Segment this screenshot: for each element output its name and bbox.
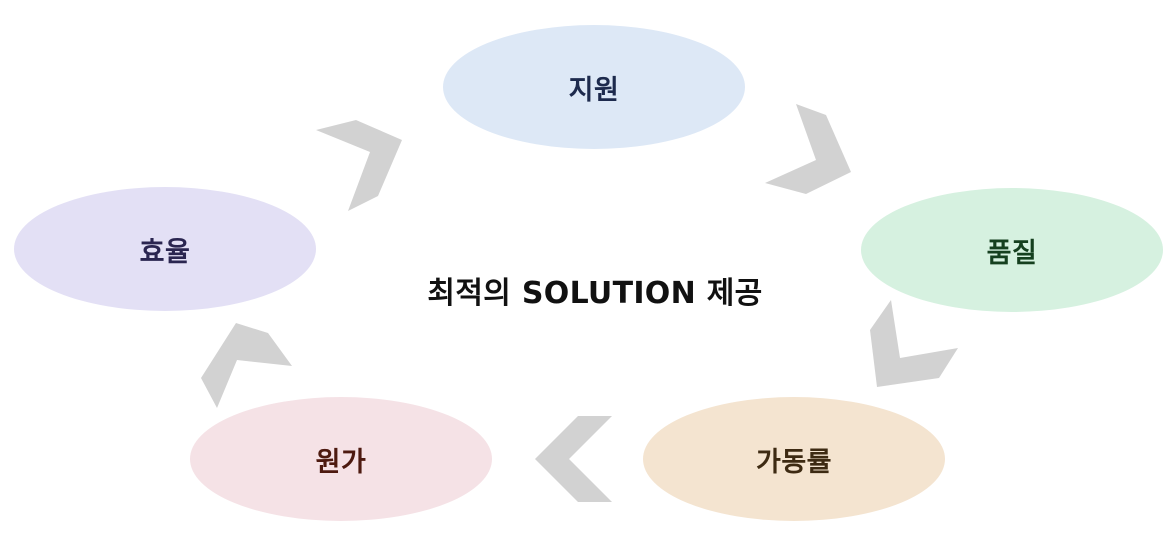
- arrow-quality-to-uptime: [870, 300, 958, 387]
- node-cost: 원가: [190, 397, 492, 521]
- node-quality-label: 품질: [986, 237, 1038, 269]
- arrow-support-to-quality: [765, 104, 851, 194]
- node-cost-label: 원가: [315, 446, 367, 478]
- arrow-cost-to-efficiency: [201, 323, 292, 408]
- arrow-efficiency-to-support: [316, 120, 402, 211]
- node-efficiency-label: 효율: [139, 236, 191, 268]
- arrow-uptime-to-cost: [535, 416, 612, 502]
- node-uptime-label: 가동률: [755, 446, 833, 478]
- center-title: 최적의 SOLUTION 제공: [427, 276, 763, 311]
- node-support-label: 지원: [568, 74, 620, 106]
- node-quality: 품질: [861, 188, 1163, 312]
- node-efficiency: 효율: [14, 187, 316, 311]
- node-uptime: 가동률: [643, 397, 945, 521]
- node-support: 지원: [443, 25, 745, 149]
